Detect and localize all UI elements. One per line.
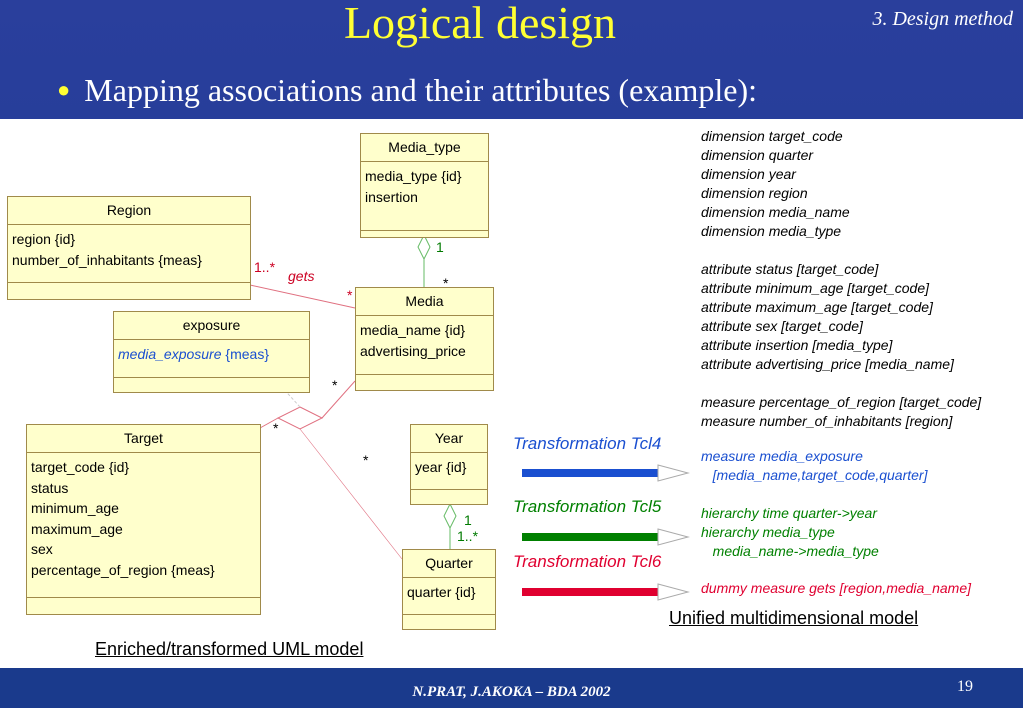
attribute: year {id} [415,459,467,475]
slide-footer: N.PRAT, J.AKOKA – BDA 2002 19 [0,668,1023,708]
class-name: Target [27,425,260,453]
attribute: advertising_price [360,342,466,359]
multidim-hierarchies: hierarchy time quarter->year hierarchy me… [701,504,879,561]
model-line [701,374,981,393]
arrow-tcl4 [522,464,690,482]
model-line: [media_name,target_code,quarter] [701,467,928,483]
transformation-tcl5-label: Transformation Tcl5 [513,497,662,516]
model-line: dimension quarter [701,147,814,163]
attribute: sex [31,541,53,557]
multiplicity-media-to-type: * [443,275,449,291]
attribute: maximum_age [31,520,123,537]
attribute: number_of_inhabitants {meas} [12,251,202,268]
model-line: hierarchy time quarter->year [701,505,877,521]
class-attributes: region {id} number_of_inhabitants {meas} [8,225,250,283]
attribute: status [31,479,69,496]
bullet-dot-icon: ● [57,77,71,102]
class-attributes: media_name {id} advertising_price [356,316,493,375]
attribute: media_name {id} [360,322,466,338]
footer-author: N.PRAT, J.AKOKA – BDA 2002 [412,684,611,700]
multidim-measure-exposure: measure media_exposure [media_name,targe… [701,447,927,485]
bullet-line: ● Mapping associations and their attribut… [57,72,757,109]
section-label: 3. Design method [872,8,1013,30]
class-name: exposure [114,312,309,340]
year-aggregation-diamond [443,502,457,530]
diagram-panel: Media_type media_type {id} insertion Reg… [0,119,1023,668]
attribute: region {id} [12,231,76,247]
multidim-caption: Unified multidimensional model [669,608,919,628]
slide-title: Logical design [343,0,617,48]
transformation-tcl4-label: Transformation Tcl4 [513,434,662,453]
class-media[interactable]: Media media_name {id} advertising_price [355,287,494,391]
media-type-aggregation-diamond [417,233,431,261]
exposure-nary-diamond [276,406,324,430]
multidim-dummy-measure: dummy measure gets [region,media_name] [701,579,971,598]
attribute: media_exposure {meas} [118,344,305,365]
class-name: Year [411,425,487,453]
model-line: dimension region [701,185,808,201]
model-line: attribute insertion [media_type] [701,337,893,353]
model-line [701,241,981,260]
model-line: media_name->media_type [701,543,879,559]
class-name: Media [356,288,493,316]
exposure-quarter-line [299,428,403,560]
multiplicity-media-gets: * [347,287,353,303]
class-attributes: media_type {id} insertion [361,162,488,231]
model-line: hierarchy media_type [701,524,835,540]
class-name: Region [8,197,250,225]
attribute: quarter {id} [407,584,476,600]
class-attributes: media_exposure {meas} [114,340,309,378]
multiplicity-media-exposure: * [332,377,338,393]
class-attributes: year {id} [411,453,487,490]
multiplicity-quarter-exposure: * [363,452,369,468]
multiplicity-target-exposure: * [273,420,279,436]
multiplicity-media-type-one: 1 [436,239,444,255]
model-line: measure percentage_of_region [target_cod… [701,394,982,410]
model-line: attribute status [target_code] [701,261,879,277]
model-line: dummy measure gets [region,media_name] [701,580,972,596]
transformation-tcl6-label: Transformation Tcl6 [513,552,662,571]
model-line: attribute maximum_age [target_code] [701,299,933,315]
class-exposure[interactable]: exposure media_exposure {meas} [113,311,310,393]
model-line: attribute advertising_price [media_name] [701,356,954,372]
attribute-name: media_exposure [118,346,222,362]
attribute: insertion [365,188,418,205]
exposure-media-line [321,380,356,419]
bullet-text: Mapping associations and their attribute… [84,72,757,108]
association-label-gets: gets [288,268,315,284]
class-name: Quarter [403,550,495,578]
class-attributes: target_code {id} status minimum_age maxi… [27,453,260,598]
model-line: dimension media_name [701,204,850,220]
class-attributes: quarter {id} [403,578,495,615]
model-line: attribute sex [target_code] [701,318,863,334]
attribute: target_code {id} [31,459,130,475]
multidim-definitions: dimension target_code dimension quarter di… [701,127,981,431]
model-line: dimension media_type [701,223,842,239]
class-year[interactable]: Year year {id} [410,424,488,505]
attribute: percentage_of_region {meas} [31,561,215,578]
model-line: attribute minimum_age [target_code] [701,280,930,296]
uml-caption: Enriched/transformed UML model [95,639,364,659]
model-line: dimension year [701,166,796,182]
class-quarter[interactable]: Quarter quarter {id} [402,549,496,630]
model-line: measure number_of_inhabitants [region] [701,413,953,429]
attribute: media_type {id} [365,168,462,184]
model-line: measure media_exposure [701,448,863,464]
exposure-target-line [259,417,279,429]
multiplicity-year-one: 1 [464,512,472,528]
multiplicity-quarter-many: 1..* [457,528,479,544]
gets-association-line [249,284,356,309]
attribute-tag: {meas} [221,346,269,362]
arrow-tcl6 [522,583,690,601]
class-name: Media_type [361,134,488,162]
page-number: 19 [957,678,973,695]
model-line: dimension target_code [701,128,843,144]
class-media-type[interactable]: Media_type media_type {id} insertion [360,133,489,238]
class-region[interactable]: Region region {id} number_of_inhabitants… [7,196,251,300]
attribute: minimum_age [31,500,119,516]
arrow-tcl5 [522,528,690,546]
multiplicity-region-gets: 1..* [254,259,276,275]
class-target[interactable]: Target target_code {id} status minimum_a… [26,424,261,615]
